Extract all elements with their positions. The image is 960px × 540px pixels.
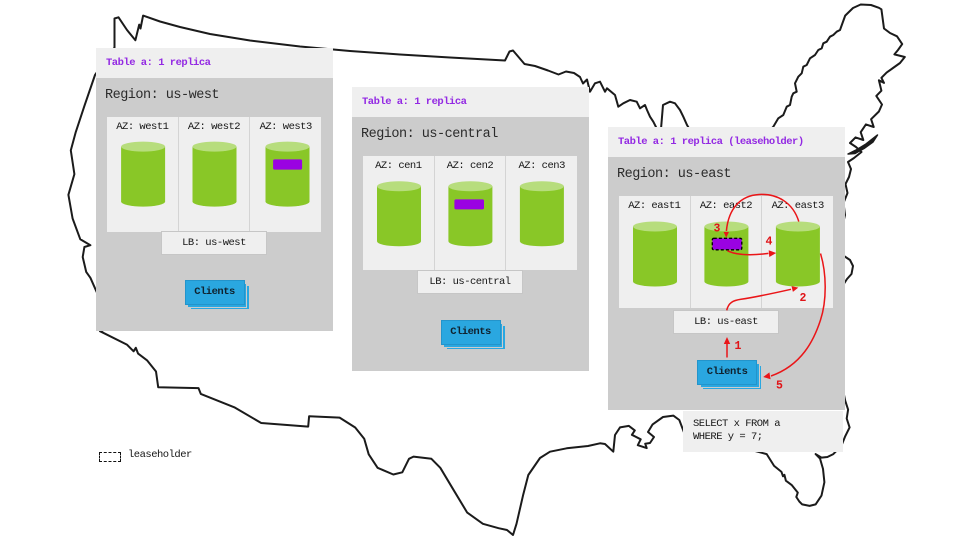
svg-text:4: 4 — [766, 236, 773, 249]
svg-text:2: 2 — [800, 292, 807, 305]
svg-text:1: 1 — [735, 340, 742, 353]
svg-text:5: 5 — [776, 380, 783, 393]
svg-text:3: 3 — [714, 223, 721, 236]
